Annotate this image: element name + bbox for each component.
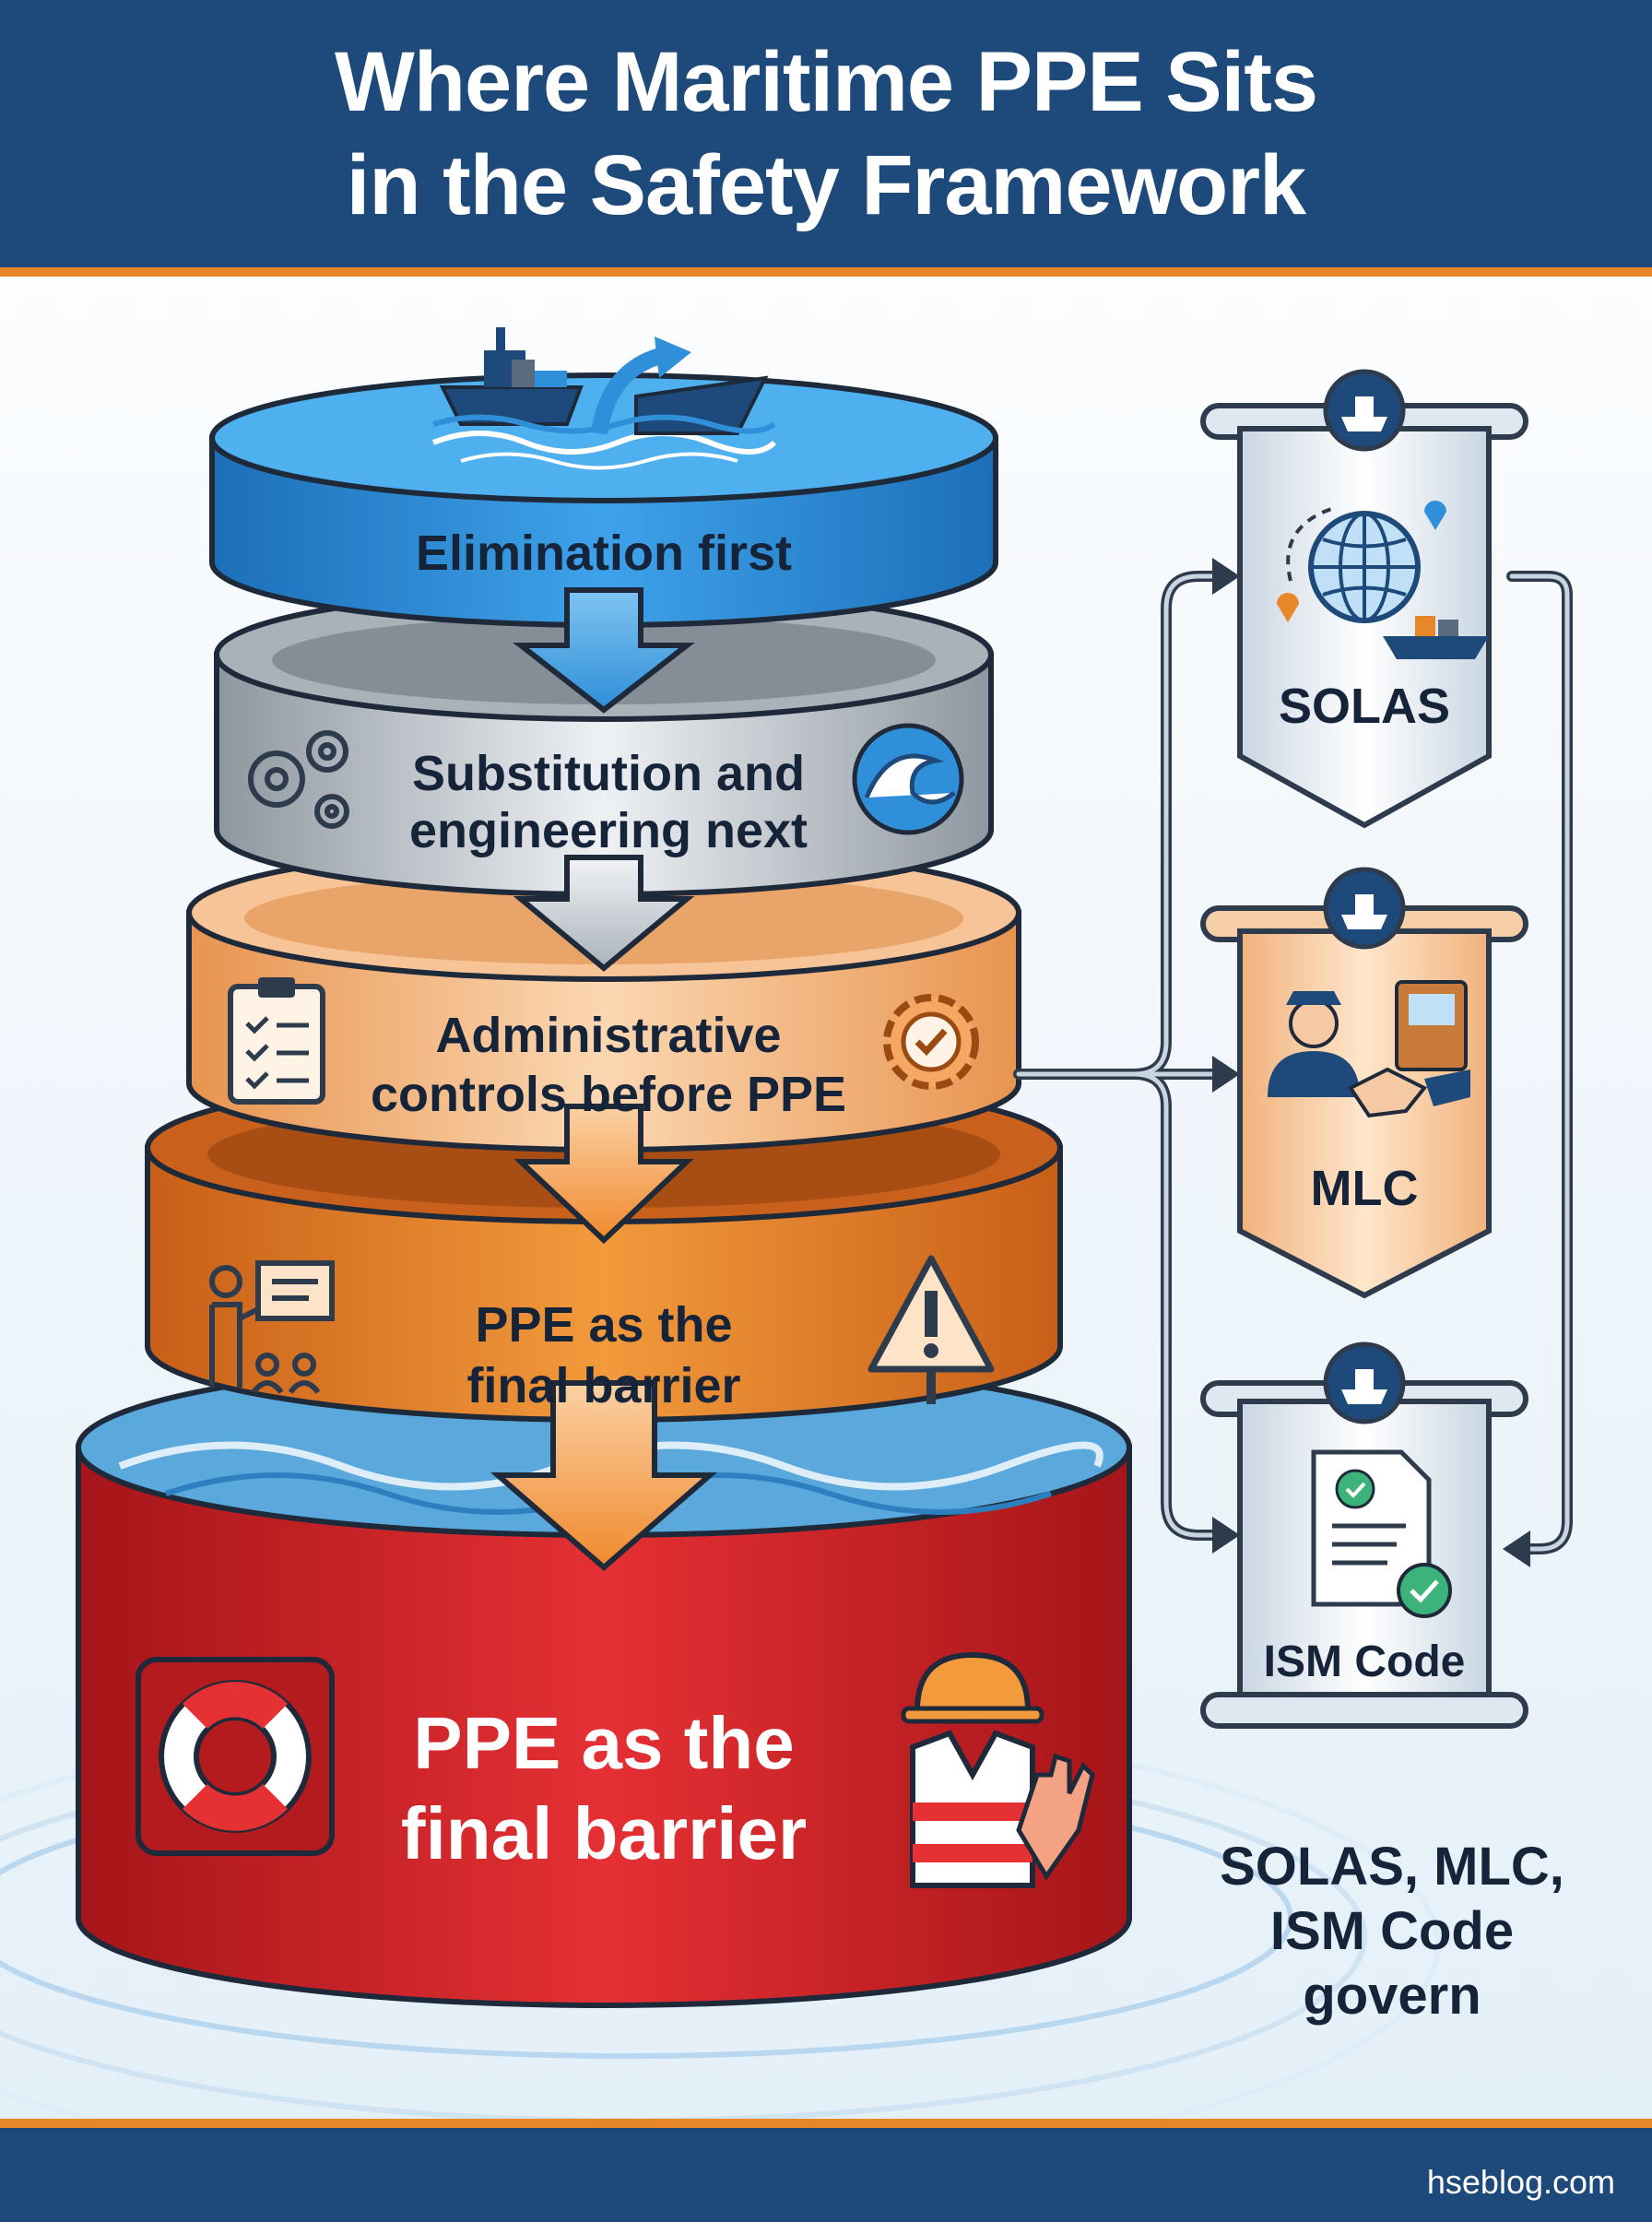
tier-3-label: Administrative controls before PPE — [332, 1000, 885, 1129]
mlc-label: MLC — [1310, 1161, 1419, 1216]
tier-4-label: PPE as the final barrier — [369, 1291, 839, 1420]
flow-arrow-1 — [513, 587, 695, 714]
ism-code-label: ISM Code — [1263, 1637, 1466, 1686]
solas-label: SOLAS — [1278, 679, 1451, 734]
tier-3-label-line-2: controls before PPE — [370, 1067, 847, 1122]
gears-icon — [248, 730, 349, 829]
summary-line-2: ISM Code — [1269, 1901, 1515, 1961]
wave-icon — [852, 723, 964, 835]
training-presentation-icon — [209, 1260, 335, 1394]
certified-document-icon — [1311, 1449, 1452, 1618]
tier-4-label-line-1: PPE as the — [475, 1297, 733, 1353]
tier-1-label: Elimination first — [304, 516, 903, 590]
hardhat-vest-gloves-icon — [901, 1651, 1095, 1888]
governance-summary: SOLAS, MLC, ISM Code govern — [1180, 1835, 1604, 2028]
lifebuoy-icon — [136, 1657, 335, 1856]
gear-check-icon — [883, 994, 979, 1090]
tier-5-label-line-1: PPE as the — [413, 1702, 795, 1784]
tier-1-cylinder — [209, 372, 998, 628]
warning-sign-icon — [867, 1255, 995, 1404]
flow-arrow-3 — [513, 1104, 694, 1245]
redirect-arrow-icon — [591, 337, 691, 435]
handshake-officer-icon — [1268, 980, 1470, 1118]
tier-5-label-line-2: final barrier — [400, 1792, 808, 1874]
summary-line-1: SOLAS, MLC, — [1220, 1837, 1564, 1897]
title-line-1: Where Maritime PPE Sits — [335, 35, 1318, 129]
title-line-2: in the Safety Framework — [346, 138, 1306, 232]
tier-4-label-line-2: final barrier — [466, 1358, 741, 1413]
globe-route-ship-icon — [1277, 501, 1489, 659]
connector-arrowheads — [1212, 558, 1530, 1567]
tier-2-label-line-1: Substitution and — [412, 746, 805, 801]
flow-arrow-2 — [513, 855, 695, 972]
tier-2-label-line-2: engineering next — [408, 803, 808, 858]
ship-icon — [439, 327, 584, 426]
connector-lines-inner — [1016, 573, 1570, 1552]
sea-wave-icon — [432, 414, 776, 434]
flow-arrow-4 — [490, 1380, 718, 1571]
tier-5-label: PPE as the final barrier — [350, 1696, 857, 1881]
site-url: hseblog.com — [1426, 2163, 1615, 2201]
tier-2-label: Substitution and engineering next — [350, 738, 867, 867]
tier-1-label-text: Elimination first — [415, 526, 793, 581]
footer-banner: hseblog.com — [0, 2119, 1652, 2222]
header-banner: Where Maritime PPE Sits in the Safety Fr… — [0, 0, 1652, 277]
clipboard-checklist-icon — [228, 977, 325, 1105]
tier-3-label-line-1: Administrative — [435, 1008, 782, 1063]
summary-line-3: govern — [1303, 1966, 1481, 2026]
page-title: Where Maritime PPE Sits in the Safety Fr… — [42, 30, 1610, 237]
